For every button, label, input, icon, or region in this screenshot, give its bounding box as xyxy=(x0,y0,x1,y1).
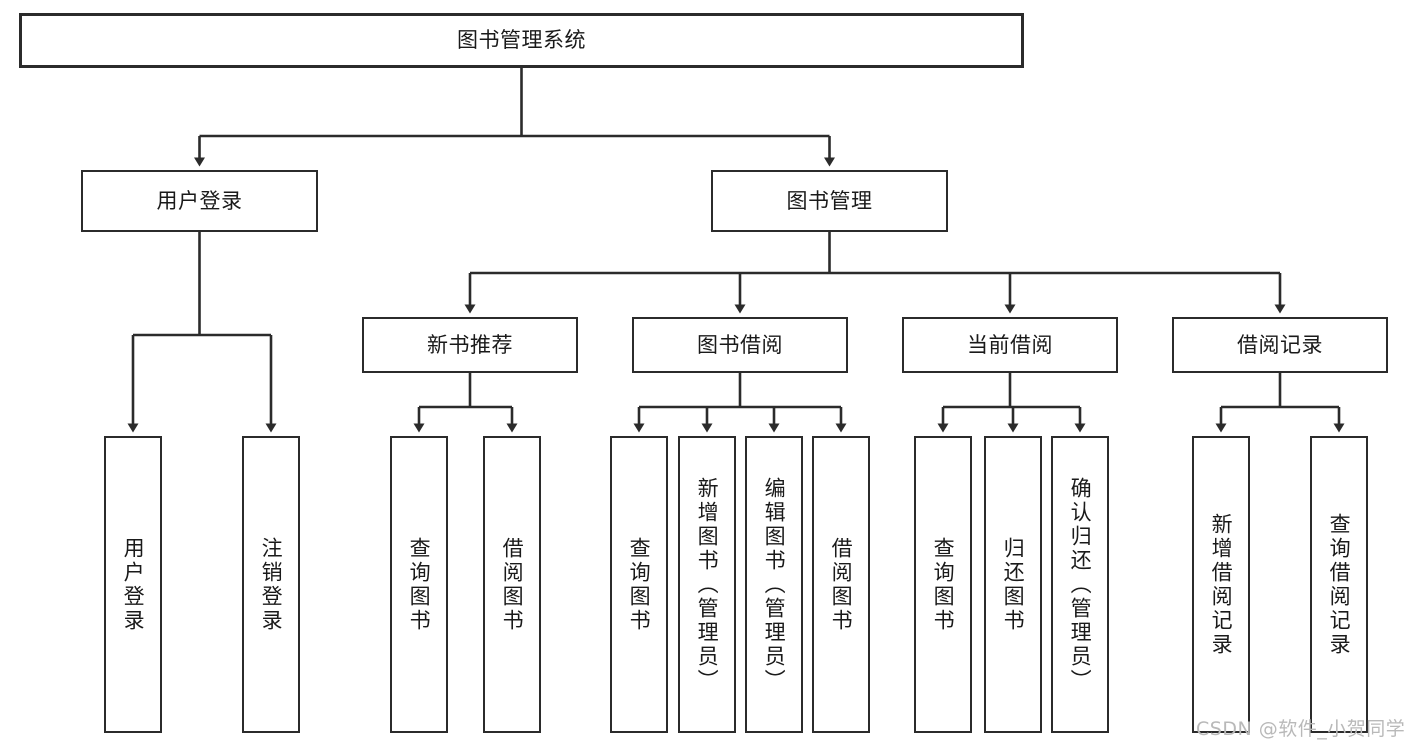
node-label-l2_2: 当前借阅 xyxy=(967,332,1053,357)
node-leaf_6[interactable]: 编辑图书（管理员） xyxy=(745,436,803,733)
node-label-leaf_12: 查询借阅记录 xyxy=(1327,512,1352,657)
node-label-leaf_7: 借阅图书 xyxy=(829,536,854,633)
node-label-l1_0: 用户登录 xyxy=(156,188,243,213)
node-root[interactable]: 图书管理系统 xyxy=(19,13,1024,68)
node-label-leaf_4: 查询图书 xyxy=(627,536,652,633)
node-leaf_4[interactable]: 查询图书 xyxy=(610,436,668,733)
node-leaf_3[interactable]: 借阅图书 xyxy=(483,436,541,733)
node-label-l2_3: 借阅记录 xyxy=(1237,332,1323,357)
node-label-leaf_10: 确认归还（管理员） xyxy=(1068,476,1093,693)
node-l1_0[interactable]: 用户登录 xyxy=(81,170,318,232)
node-l1_1[interactable]: 图书管理 xyxy=(711,170,948,232)
node-l2_3[interactable]: 借阅记录 xyxy=(1172,317,1388,373)
node-label-leaf_6: 编辑图书（管理员） xyxy=(762,476,787,693)
node-leaf_2[interactable]: 查询图书 xyxy=(390,436,448,733)
node-leaf_0[interactable]: 用户登录 xyxy=(104,436,162,733)
node-l2_1[interactable]: 图书借阅 xyxy=(632,317,848,373)
node-label-l1_1: 图书管理 xyxy=(786,188,873,213)
node-label-leaf_11: 新增借阅记录 xyxy=(1209,512,1234,657)
node-l2_0[interactable]: 新书推荐 xyxy=(362,317,578,373)
node-leaf_9[interactable]: 归还图书 xyxy=(984,436,1042,733)
csdn-watermark: CSDN @软件_小贺同学 xyxy=(1196,718,1405,740)
node-leaf_7[interactable]: 借阅图书 xyxy=(812,436,870,733)
node-leaf_5[interactable]: 新增图书（管理员） xyxy=(678,436,736,733)
node-leaf_8[interactable]: 查询图书 xyxy=(914,436,972,733)
node-label-l2_0: 新书推荐 xyxy=(427,332,513,357)
node-leaf_11[interactable]: 新增借阅记录 xyxy=(1192,436,1250,733)
node-leaf_10[interactable]: 确认归还（管理员） xyxy=(1051,436,1109,733)
node-leaf_12[interactable]: 查询借阅记录 xyxy=(1310,436,1368,733)
node-l2_2[interactable]: 当前借阅 xyxy=(902,317,1118,373)
node-label-leaf_3: 借阅图书 xyxy=(500,536,525,633)
node-label-root: 图书管理系统 xyxy=(457,28,586,53)
node-label-leaf_1: 注销登录 xyxy=(259,536,284,633)
node-label-l2_1: 图书借阅 xyxy=(697,332,783,357)
node-label-leaf_5: 新增图书（管理员） xyxy=(695,476,720,693)
node-label-leaf_8: 查询图书 xyxy=(931,536,956,633)
node-label-leaf_9: 归还图书 xyxy=(1001,536,1026,633)
node-label-leaf_2: 查询图书 xyxy=(407,536,432,633)
node-label-leaf_0: 用户登录 xyxy=(121,536,146,633)
node-leaf_1[interactable]: 注销登录 xyxy=(242,436,300,733)
